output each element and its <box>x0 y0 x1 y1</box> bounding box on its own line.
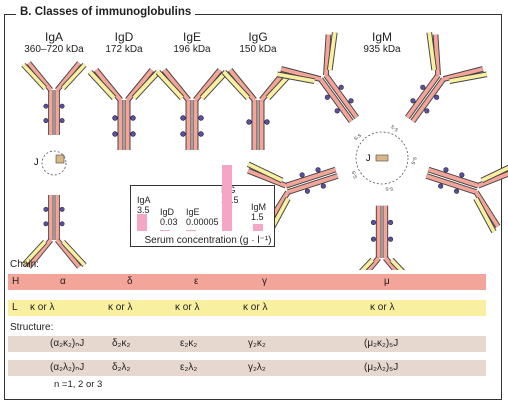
chain-section-label: Chain: <box>10 259 39 270</box>
footnote: n =1, 2 or 3 <box>54 379 103 390</box>
igm-j-chain <box>375 154 389 162</box>
heavy-row-label: H <box>12 276 20 287</box>
heavy-cell-igg: γ <box>262 276 267 287</box>
kappa-structure-ige: ε₂κ₂ <box>180 338 198 349</box>
class-name-igd: IgD <box>114 30 134 44</box>
heavy-cell-igd: δ <box>127 276 133 287</box>
structure-section-label: Structure: <box>10 322 54 333</box>
lambda-structure-igd: δ₂λ₂ <box>112 362 131 373</box>
structure-lambda-row: (α₂λ₂)ₙJ δ₂λ₂ ε₂λ₂ γ₂λ₂ (μ₂λ₂)₅J <box>8 360 486 376</box>
ige-monomer <box>155 68 229 150</box>
structure-kappa-row: (α₂κ₂)ₙJ δ₂κ₂ ε₂κ₂ γ₂κ₂ (μ₂κ₂)₅J <box>8 336 486 352</box>
svg-text:S-S: S-S <box>351 170 359 179</box>
light-chain-row: L κ or λ κ or λ κ or λ κ or λ κ or λ <box>8 300 486 316</box>
heavy-cell-igm: μ <box>384 276 390 287</box>
lambda-structure-igg: γ₂λ₂ <box>248 362 266 373</box>
light-cell-igg: κ or λ <box>243 302 268 313</box>
svg-text:S-S: S-S <box>353 133 363 143</box>
serum-bar-iga <box>137 213 147 231</box>
serum-bar-igd <box>160 230 170 231</box>
class-kda-ige: 196 kDa <box>173 44 211 55</box>
class-name-igm: IgM <box>371 30 392 44</box>
light-cell-igm: κ or λ <box>370 302 395 313</box>
figure-frame <box>4 14 502 400</box>
igd-monomer <box>87 68 161 150</box>
serum-bar-igm <box>253 223 263 231</box>
serum-concentration-box <box>130 185 275 247</box>
kappa-structure-iga: (α₂κ₂)ₙJ <box>50 338 85 349</box>
class-name-ige: IgE <box>182 30 201 44</box>
serum-bar-igg <box>222 165 232 231</box>
iga-j-chain <box>55 154 65 164</box>
svg-text:S-S: S-S <box>389 124 399 134</box>
igg-monomer <box>221 68 295 150</box>
class-kda-igd: 172 kDa <box>105 44 143 55</box>
lambda-structure-igm: (μ₂λ₂)₅J <box>364 362 399 373</box>
figure-heading: B. Classes of immunoglobulins <box>16 6 196 18</box>
igm-j-label: J <box>366 153 371 163</box>
antibody-diagram: JS-SS-SS-SS-SS-SJ <box>21 32 508 270</box>
kappa-structure-igm: (μ₂κ₂)₅J <box>364 338 399 349</box>
heavy-chain-row: H α δ ε γ μ <box>8 274 486 290</box>
lambda-structure-ige: ε₂λ₂ <box>180 362 198 373</box>
light-row-label: L <box>12 302 18 313</box>
igm-pentamer: S-SS-SS-SS-SS-SJ <box>246 32 508 270</box>
iga-dimer: J <box>21 61 87 269</box>
light-cell-igd: κ or λ <box>108 302 133 313</box>
kappa-structure-igd: δ₂κ₂ <box>112 338 131 349</box>
class-kda-iga: 360–720 kDa <box>24 44 84 55</box>
class-kda-igm: 935 kDa <box>363 44 401 55</box>
serum-bar-ige <box>186 230 196 231</box>
lambda-structure-iga: (α₂λ₂)ₙJ <box>50 362 85 373</box>
light-cell-ige: κ or λ <box>175 302 200 313</box>
heavy-cell-ige: ε <box>194 276 199 287</box>
serum-caption: Serum concentration (g · l⁻¹) <box>144 235 272 246</box>
class-kda-igg: 150 kDa <box>239 44 277 55</box>
svg-text:S-S: S-S <box>385 186 393 192</box>
class-name-igg: IgG <box>248 30 268 44</box>
kappa-structure-igg: γ₂κ₂ <box>248 338 266 349</box>
svg-text:S-S: S-S <box>409 156 417 165</box>
heavy-cell-iga: α <box>60 276 66 287</box>
iga-j-label: J <box>34 157 39 167</box>
light-cell-iga: κ or λ <box>30 302 55 313</box>
class-name-iga: IgA <box>44 30 63 44</box>
